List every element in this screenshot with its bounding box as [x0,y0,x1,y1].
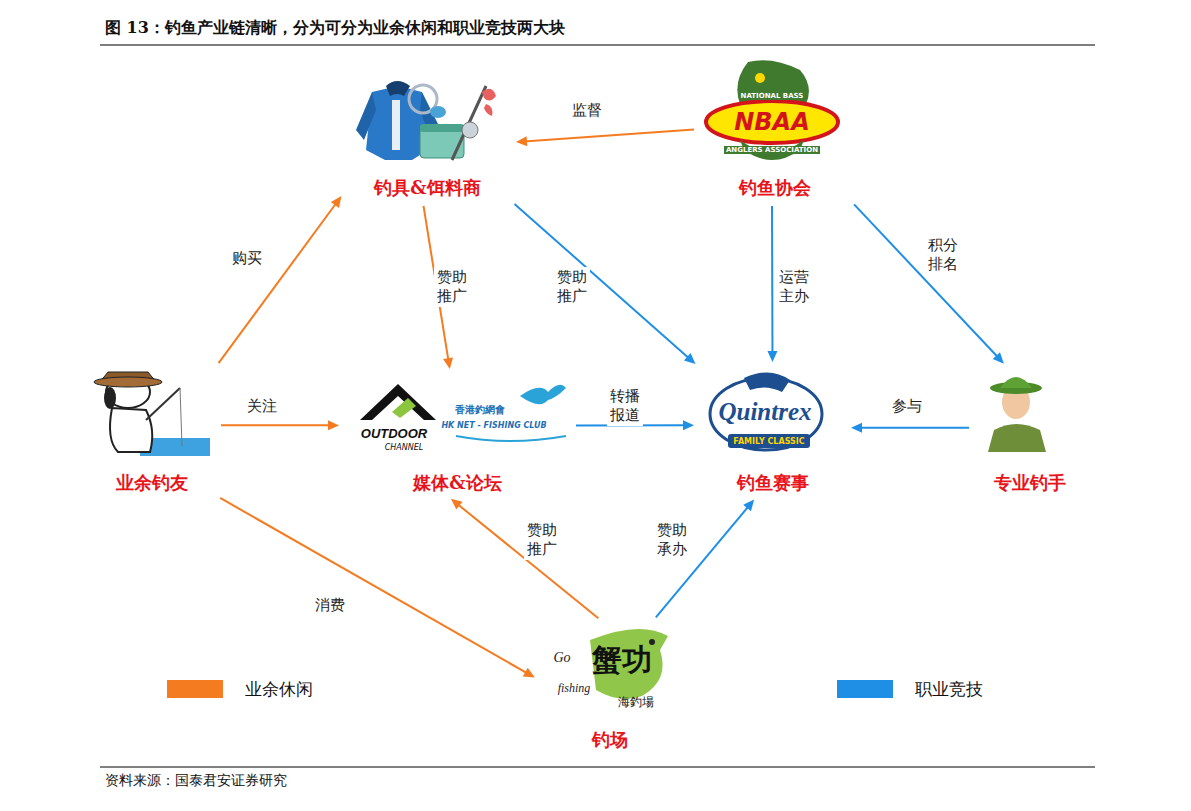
arrowhead [516,136,527,146]
connector [220,498,535,678]
tackle-icon [356,81,496,160]
quintrex-logo [710,372,822,450]
logo-text: 蟹功 [592,640,652,681]
outdoor-logo [360,384,436,420]
edge-label: 赞助推广 [524,520,560,560]
connector-line [771,206,773,354]
node-box: 专业钓手 [975,368,1085,495]
logo-text: CHANNEL [385,443,424,452]
caption-rule [100,767,1095,768]
logo-text: 海釣場 [618,694,654,711]
logo-text: FAMILY CLASSIC [733,437,804,446]
connector [851,423,969,433]
connector [854,204,1004,363]
node-box: 业余钓友 [88,368,215,495]
connector-line [219,203,337,364]
arrowhead [328,420,339,430]
edge-label: 购买 [230,248,264,269]
arrowhead [767,351,777,362]
connector [451,499,598,618]
logo-text: Quintrex [718,398,811,426]
hknet-logo [456,385,566,441]
title-rule [100,44,1095,45]
logo-text: OUTDOOR [361,426,427,441]
connector-line [457,504,598,618]
connector-line [854,204,998,357]
arrowhead [684,353,696,364]
logo-text: Go [553,650,570,666]
arrowhead [743,500,754,512]
arrowhead [683,420,694,430]
legend-text: 业余休闲 [245,678,313,701]
logo-text: fishing [558,681,591,696]
logo-text: NBAA [734,108,810,136]
logo-text: NATIONAL BASS [739,92,806,100]
node-label: 钓具&饵料商 [345,176,510,200]
figure-title: 图 13：钓鱼产业链清晰，分为可分为业余休闲和职业竞技两大块 [105,18,565,39]
nbaa-logo [706,60,838,160]
legend-swatch [167,680,223,698]
amateur-angler-icon [94,372,210,456]
node-label: 钓场 [540,728,680,752]
edge-label: 转播报道 [607,386,643,426]
edge-label: 赞助推广 [434,267,470,307]
logo-text: ANGLERS ASSOCIATION [724,146,820,154]
node-box: 钓鱼赛事 [700,368,845,495]
arrowhead [993,352,1004,363]
edge-label: 消费 [313,595,347,616]
connector-line [859,427,969,429]
arrowhead [443,357,453,369]
legend-text: 职业竞技 [915,678,983,701]
edge-label: 参与 [890,396,924,417]
node-box: 钓具&饵料商 [345,75,510,200]
arrowhead [451,499,463,510]
connector-line [524,129,694,141]
fishing-spot-logo [590,629,668,699]
arrowhead [523,668,535,678]
edge-label: 关注 [245,396,279,417]
arrowhead [331,196,342,208]
arrowhead [851,423,862,433]
connector [514,204,695,364]
edge-label: 监督 [570,100,604,121]
node-label: 钓鱼协会 [700,176,850,200]
node-label: 业余钓友 [88,471,215,495]
logo-text: HK NET - FISHING CLUB [441,421,546,430]
edge-label: 赞助推广 [554,267,590,307]
connector [219,196,342,363]
edge-label: 积分排名 [925,235,961,275]
connector [221,420,339,430]
legend-swatch [837,680,893,698]
node-label: 钓鱼赛事 [700,471,845,495]
connector [516,129,694,146]
node-label: 媒体&论坛 [345,471,570,495]
logo-text: 香港釣網會 [455,403,505,417]
edge-label: 运营主办 [776,267,812,307]
source-caption: 资料来源：国泰君安证券研究 [105,772,287,790]
pro-angler-icon [988,377,1046,452]
edge-label: 赞助承办 [654,520,690,560]
connector-line [514,204,689,359]
node-label: 专业钓手 [975,471,1085,495]
connector-line [221,424,331,426]
